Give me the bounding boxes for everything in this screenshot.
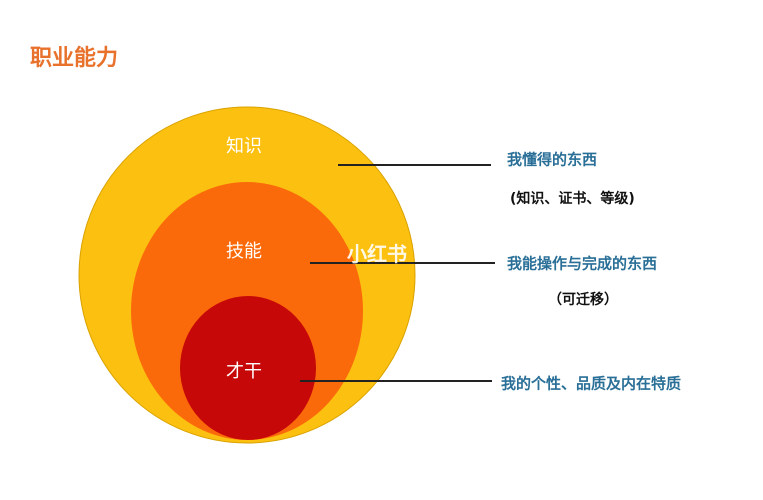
skills-description: 我能操作与完成的东西 [507,254,658,273]
skills-label: 技能 [226,241,262,262]
knowledge-description: 我懂得的东西 [507,150,598,169]
talent-description: 我的个性、品质及内在特质 [501,374,682,393]
knowledge-note: (知识、证书、等级) [510,191,635,207]
page-title: 职业能力 [30,46,119,71]
skills-note: （可迁移） [548,292,618,308]
knowledge-label: 知识 [226,136,262,157]
watermark: 小红书 [347,242,407,266]
talent-circle [180,296,316,440]
talent-label: 才干 [226,361,262,382]
